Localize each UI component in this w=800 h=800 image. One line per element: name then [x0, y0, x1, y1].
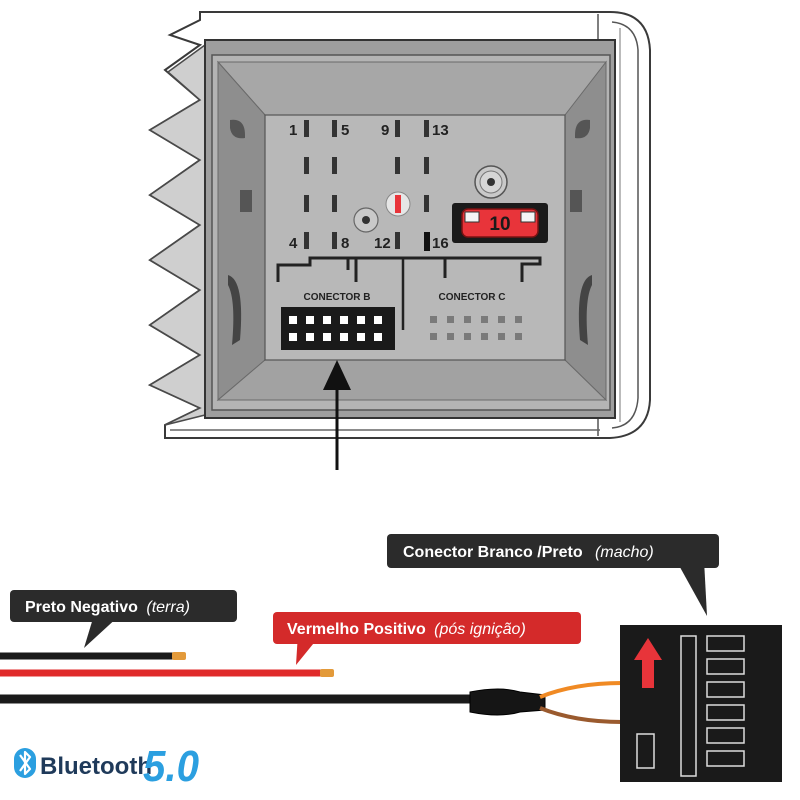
- copper-tip: [320, 669, 334, 677]
- arrow-up-icon: [323, 360, 351, 470]
- screw-icon: [353, 207, 379, 233]
- bluetooth-icon: [14, 748, 36, 778]
- bluetooth-brand: Bluetooth: [40, 753, 152, 780]
- connector-c-label: CONECTOR C: [438, 292, 505, 303]
- pin-slot: [304, 232, 309, 249]
- copper-tip: [172, 652, 186, 660]
- pin-slot: [304, 120, 309, 137]
- callout-male-connector: Conector Branco /Preto (macho): [387, 534, 719, 616]
- pin-slot: [395, 157, 400, 174]
- pin-label: 12: [374, 235, 391, 252]
- callout-note: (pós ignição): [434, 621, 526, 638]
- pin-slot: [424, 120, 429, 137]
- pin-label: 8: [341, 235, 349, 252]
- pin-slot: [332, 157, 337, 174]
- pin-label: 4: [289, 235, 298, 252]
- connector-b-label: CONECTOR B: [303, 292, 370, 303]
- wires: [0, 652, 623, 724]
- svg-text:Preto Negativo (terra): Preto Negativo (terra): [25, 599, 190, 616]
- brown-wire: [539, 706, 623, 724]
- orange-wire: [539, 681, 623, 699]
- fuse: 10: [452, 203, 548, 243]
- pin-slot: [395, 232, 400, 249]
- screw-icon: [474, 165, 508, 199]
- pin-label: 1: [289, 122, 297, 139]
- callout-note: (macho): [595, 544, 654, 561]
- svg-text:Conector Branco /Preto: Conector Branco /Preto (macho): [403, 544, 654, 561]
- svg-text:Vermelho Positivo (pós i: Vermelho Positivo (pós ignição): [287, 621, 526, 638]
- pin-slot: [424, 232, 430, 251]
- connector-c: [430, 316, 522, 340]
- bluetooth-logo: Bluetooth 5.0: [14, 742, 199, 791]
- radio-housing: [147, 11, 651, 439]
- callout-red-wire: Vermelho Positivo (pós ignição): [273, 612, 581, 665]
- pin-slot: [304, 157, 309, 174]
- pin-slot: [332, 232, 337, 249]
- connector-frame: CONECTOR B CONECTOR C: [276, 256, 542, 350]
- pin-label: 5: [341, 122, 349, 139]
- pin-slot: [332, 120, 337, 137]
- bluetooth-version: 5.0: [143, 742, 199, 791]
- pin-label: 9: [381, 122, 389, 139]
- callout-note: (terra): [146, 599, 190, 616]
- pin-grid: 1 5 9 13 4 8 12 16: [289, 120, 508, 252]
- callout-title: Vermelho Positivo: [287, 621, 426, 638]
- pin-slot: [304, 195, 309, 212]
- pin-label: 13: [432, 122, 449, 139]
- connector-b: [281, 307, 395, 350]
- pin-slot: [332, 195, 337, 212]
- pin-slot: [424, 195, 429, 212]
- fuse-body: [461, 208, 539, 238]
- pin-slot-highlighted: [395, 195, 401, 213]
- callout-black-wire: Preto Negativo (terra): [10, 590, 237, 648]
- pin-slot: [395, 120, 400, 137]
- fuse-value: 10: [489, 214, 510, 235]
- arrow-up-icon: [634, 638, 662, 688]
- pin-label: 16: [432, 235, 449, 252]
- male-connector: [620, 625, 782, 782]
- callout-title: Conector Branco /Preto: [403, 544, 583, 561]
- callout-title: Preto Negativo: [25, 599, 138, 616]
- pin-slot: [424, 157, 429, 174]
